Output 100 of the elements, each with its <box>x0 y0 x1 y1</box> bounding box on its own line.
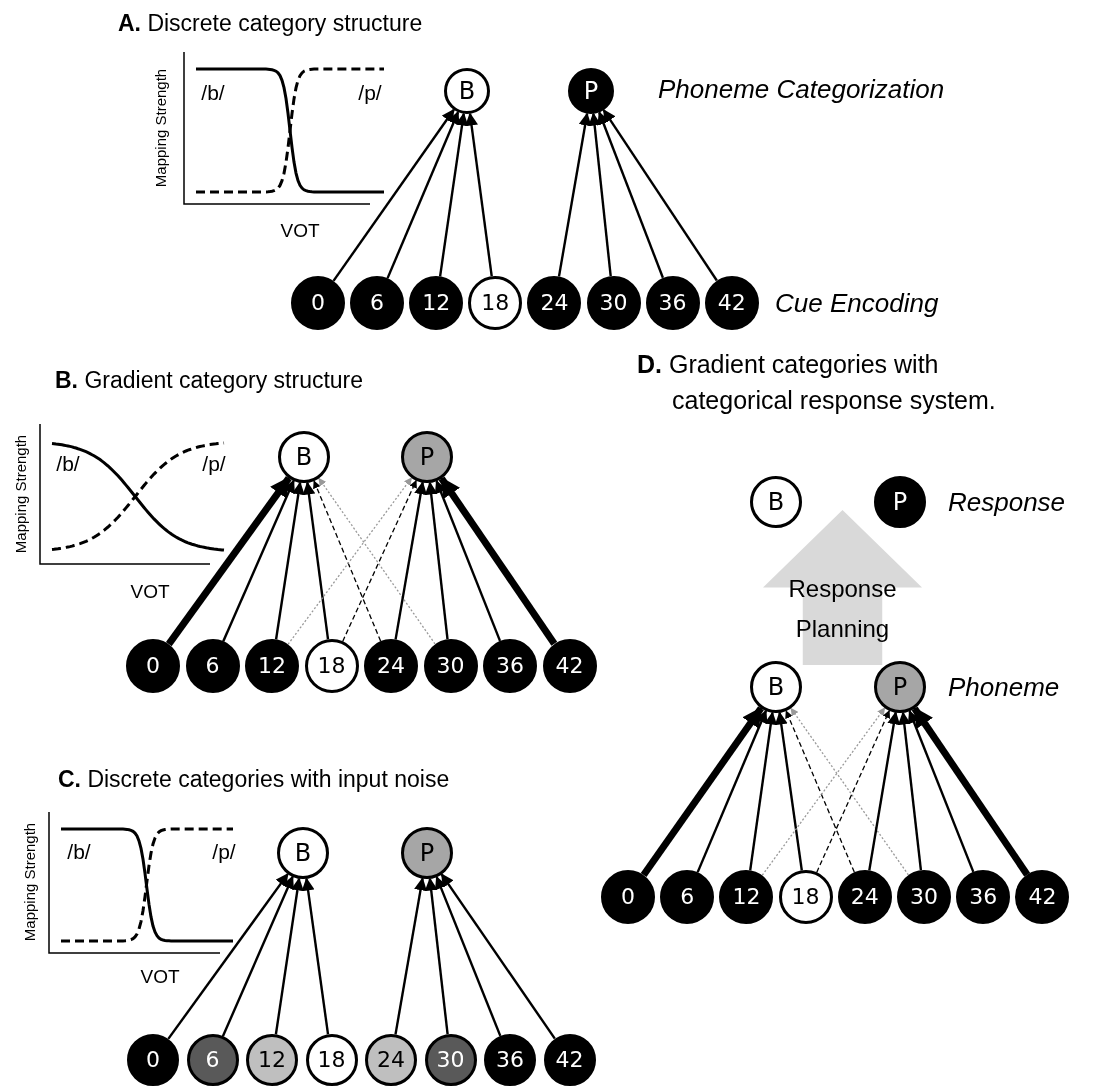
axis-label: VOT <box>140 966 180 988</box>
axis-label: Mapping Strength <box>151 68 169 188</box>
cue-node: 18 <box>778 870 833 924</box>
arrow <box>696 709 768 873</box>
arrow <box>287 477 413 645</box>
cue-node: 30 <box>424 1034 477 1086</box>
cue-node: 6 <box>186 1034 239 1086</box>
curve-label: /p/ <box>212 840 236 864</box>
block-arrow: Response Planning <box>763 510 922 665</box>
cue-node: 0 <box>601 870 655 924</box>
arrow <box>597 111 664 279</box>
arrow <box>274 877 304 1035</box>
category-node: B <box>278 431 330 483</box>
axis-label: Mapping Strength <box>20 822 38 942</box>
cue-node: 18 <box>468 276 523 330</box>
cue-node: 30 <box>897 870 951 924</box>
arrow <box>332 108 455 282</box>
arrow <box>394 877 427 1035</box>
category-node: P <box>401 431 453 483</box>
cue-node: 42 <box>704 276 759 330</box>
arrow <box>440 873 556 1040</box>
arrow <box>790 707 910 876</box>
cue-node: 18 <box>305 1034 358 1086</box>
cue-node: 0 <box>127 1034 179 1086</box>
arrow <box>465 112 493 277</box>
arrow <box>602 109 718 282</box>
arrow <box>438 476 558 646</box>
curve-label: /p/ <box>358 81 382 105</box>
cue-node: 12 <box>409 276 464 330</box>
arrow <box>761 707 886 876</box>
cue-node: 24 <box>365 1034 417 1086</box>
cue-node: 6 <box>660 870 715 924</box>
category-node: B <box>750 661 802 713</box>
cue-node: 12 <box>719 870 774 924</box>
arrow <box>907 710 975 873</box>
panel-heading: C. Discrete categories with input noise <box>58 765 450 793</box>
arrow <box>868 711 901 871</box>
category-node: B <box>277 827 329 879</box>
cue-node: 24 <box>527 276 582 330</box>
cue-node: 0 <box>291 276 345 330</box>
cue-node: 36 <box>483 639 537 693</box>
category-node: B <box>444 68 490 114</box>
curve-label: /b/ <box>56 452 80 476</box>
axis-label: VOT <box>130 581 170 603</box>
cue-node: 12 <box>246 1034 298 1086</box>
cue-node: 6 <box>350 276 405 330</box>
arrow <box>313 480 382 642</box>
panel-heading: D. Gradient categories with categorical response system. <box>637 349 997 416</box>
cue-node: 36 <box>484 1034 536 1086</box>
arrow <box>640 706 764 877</box>
cue-node: 42 <box>1015 870 1070 924</box>
cue-node: 6 <box>185 639 240 693</box>
arrow <box>557 112 592 277</box>
arrow <box>394 481 427 640</box>
category-node: P <box>401 827 453 879</box>
cue-node: 18 <box>304 639 359 693</box>
curve-label: /b/ <box>67 840 91 864</box>
cue-node: 24 <box>837 870 892 924</box>
category-node: P <box>874 661 926 713</box>
category-node: B <box>750 476 802 528</box>
cue-node: 24 <box>364 639 418 693</box>
cue-node: 42 <box>543 1034 596 1086</box>
axis-label: Mapping Strength <box>11 434 29 554</box>
arrow <box>221 875 294 1037</box>
arrow <box>318 477 436 645</box>
cue-node: 36 <box>956 870 1011 924</box>
arrow <box>424 877 449 1035</box>
layer-label: Response <box>948 486 1066 518</box>
arrow <box>435 875 502 1037</box>
panel-heading: B. Gradient category structure <box>55 366 364 394</box>
arrow <box>342 479 417 643</box>
panel-heading: A. Discrete category structure <box>118 9 423 37</box>
arrow <box>167 873 289 1040</box>
category-node: P <box>568 68 614 114</box>
cue-node: 36 <box>645 276 700 330</box>
arrow <box>911 706 1031 877</box>
cue-node: 30 <box>423 639 478 693</box>
axis-label: VOT <box>280 220 320 242</box>
arrow <box>165 476 292 647</box>
layer-label: Phoneme <box>948 671 1060 703</box>
arrow <box>424 481 449 640</box>
layer-label: Phoneme Categorization <box>658 73 945 105</box>
curve-label: /p/ <box>202 452 226 476</box>
cue-node: 30 <box>586 276 641 330</box>
arrow <box>222 479 295 642</box>
arrow <box>749 711 778 871</box>
arrow <box>301 877 330 1035</box>
cue-node: 0 <box>126 639 180 693</box>
arrow <box>386 111 460 279</box>
arrow <box>897 711 923 871</box>
category-node: P <box>874 476 926 528</box>
arrow <box>302 481 330 640</box>
arrow <box>785 710 855 873</box>
arrow <box>774 711 803 871</box>
layer-label: Cue Encoding <box>775 287 939 319</box>
arrow <box>274 481 305 640</box>
curve-label: /b/ <box>201 81 225 105</box>
arrow <box>434 480 502 642</box>
arrow <box>816 709 890 874</box>
cue-node: 12 <box>245 639 299 693</box>
